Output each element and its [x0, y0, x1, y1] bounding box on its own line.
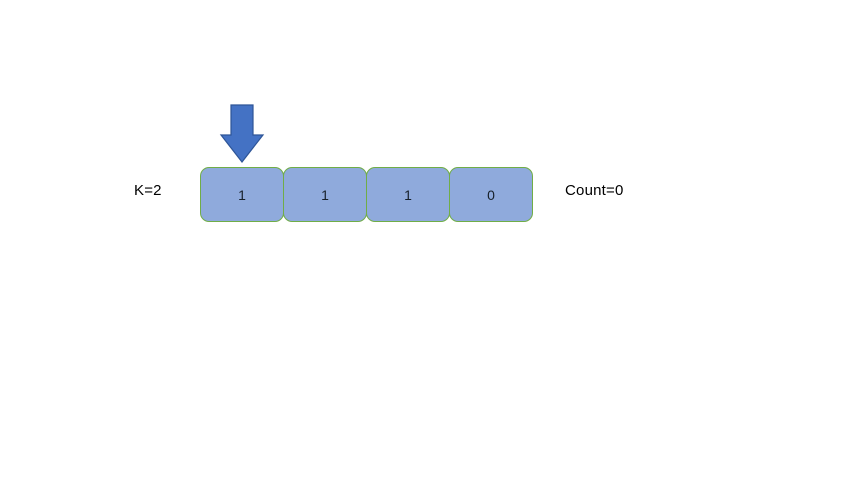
array-cell[interactable]: 1	[283, 167, 367, 222]
array-row: 1 1 1 0	[200, 167, 533, 222]
array-cell-value: 0	[487, 186, 495, 203]
array-cell-value: 1	[238, 186, 246, 203]
array-cell[interactable]: 1	[366, 167, 450, 222]
array-cell-value: 1	[404, 186, 412, 203]
k-value-label: K=2	[134, 182, 162, 199]
down-arrow-icon	[219, 104, 265, 164]
count-value-label: Count=0	[565, 182, 624, 199]
array-cell[interactable]: 1	[200, 167, 284, 222]
array-cell-value: 1	[321, 186, 329, 203]
array-cell[interactable]: 0	[449, 167, 533, 222]
